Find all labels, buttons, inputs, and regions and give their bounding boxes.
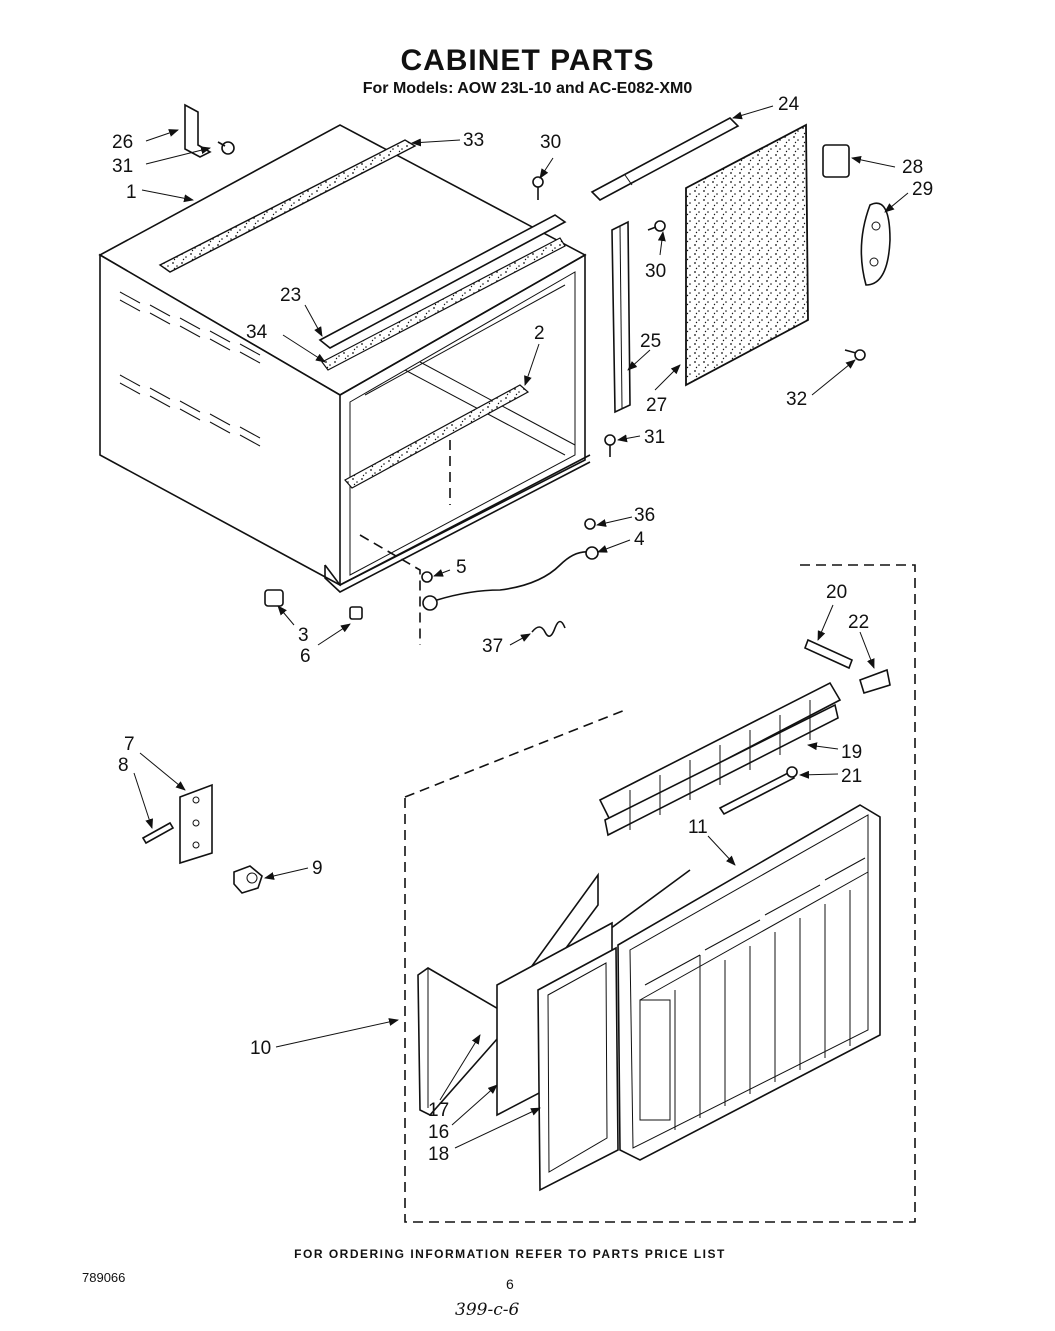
callout-25: 25	[640, 331, 661, 352]
callout-17: 17	[428, 1100, 449, 1121]
louver-lever	[803, 638, 854, 670]
screw-30-post	[647, 220, 666, 232]
cabinet-shell	[98, 124, 591, 645]
callout-5: 5	[456, 557, 467, 578]
callout-11: 11	[688, 817, 708, 838]
louver-assembly	[598, 681, 842, 837]
callout-22: 22	[848, 612, 869, 633]
air-filter-panel	[685, 123, 809, 387]
bumper	[264, 589, 284, 607]
filter-rail	[590, 117, 740, 201]
callout-23: 23	[280, 285, 301, 306]
page-title: CABINET PARTS	[400, 44, 655, 77]
callout-3: 3	[298, 625, 309, 646]
callout-31-top: 31	[112, 156, 133, 177]
switch-plate	[179, 783, 213, 865]
callout-37: 37	[482, 636, 503, 657]
bracket-screw	[217, 141, 235, 155]
foam-block	[822, 144, 850, 178]
vertical-post	[611, 220, 631, 414]
callout-36: 36	[634, 505, 655, 526]
callout-2: 2	[534, 323, 545, 344]
bottom-seal-strip	[344, 384, 530, 489]
wire-clip	[531, 620, 566, 637]
callout-6: 6	[300, 646, 311, 667]
callout-30-top: 30	[540, 132, 561, 153]
callout-19: 19	[841, 742, 862, 763]
callout-4: 4	[634, 529, 645, 550]
nut	[349, 606, 363, 620]
front-grille	[617, 804, 881, 1161]
callout-9: 9	[312, 858, 323, 879]
front-top-strips	[318, 214, 567, 371]
callout-26: 26	[112, 132, 133, 153]
pin	[141, 821, 175, 845]
screw-32-filter	[844, 349, 866, 361]
document-number: 789066	[82, 1270, 126, 1285]
callout-20: 20	[826, 582, 847, 603]
screw-31-post	[604, 434, 616, 457]
callout-8: 8	[118, 755, 129, 776]
callout-10: 10	[250, 1038, 271, 1059]
page-number: 6	[506, 1276, 514, 1292]
callout-21: 21	[841, 766, 862, 787]
ordering-note: FOR ORDERING INFORMATION REFER TO PARTS …	[294, 1247, 726, 1261]
callout-1: 1	[126, 182, 137, 203]
control-knob	[233, 865, 263, 894]
ground-wire	[421, 518, 599, 611]
side-louvers	[119, 291, 261, 447]
filter-clip	[860, 202, 891, 286]
callout-34: 34	[246, 322, 268, 343]
lever-clip	[859, 668, 891, 694]
callout-7: 7	[124, 734, 135, 755]
callout-labels: 26 31 1 33 30 24 28 29 30 23 34 2 25 27 …	[112, 94, 933, 1165]
callout-32: 32	[786, 389, 807, 410]
front-assembly-boundary	[404, 564, 916, 1223]
screw-30-top	[532, 176, 544, 200]
callout-24: 24	[778, 94, 800, 115]
callout-28: 28	[902, 157, 923, 178]
model-subtitle: For Models: AOW 23L-10 and AC-E082-XM0	[362, 80, 693, 97]
callout-33: 33	[463, 130, 484, 151]
callout-16: 16	[428, 1122, 449, 1143]
leader-lines	[133, 105, 909, 1149]
callout-27: 27	[646, 395, 667, 416]
grille-gasket	[537, 946, 619, 1192]
louver-rod	[718, 766, 798, 816]
callout-31-post: 31	[644, 427, 665, 448]
callout-29: 29	[912, 179, 933, 200]
callout-18: 18	[428, 1144, 449, 1165]
handwritten-note: 399-c-6	[455, 1300, 520, 1320]
callout-30-post: 30	[645, 261, 666, 282]
